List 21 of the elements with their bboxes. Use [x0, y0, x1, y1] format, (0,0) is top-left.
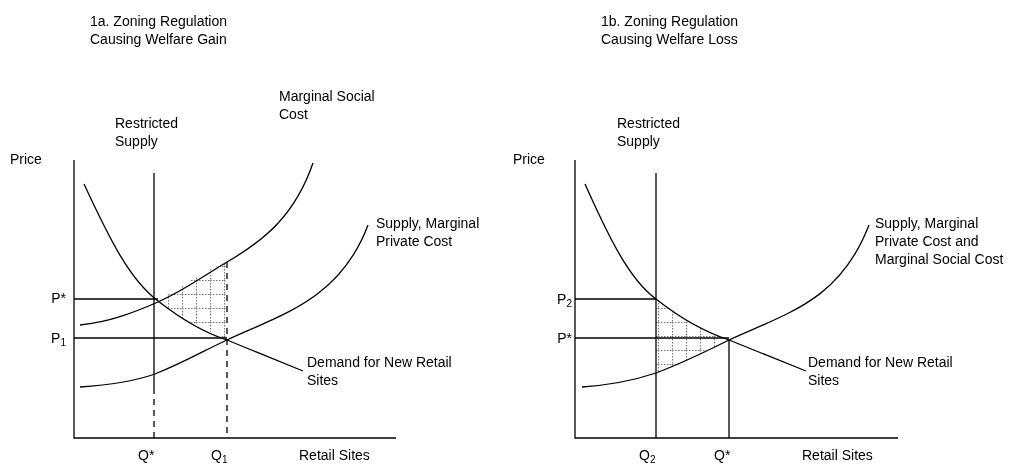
graph-label: Supply, Marginal Private Cost and Marginal Social Cost — [875, 214, 1005, 268]
graph-label: P* — [50, 289, 66, 307]
graph-label: Demand for New Retail Sites — [808, 353, 954, 389]
graph-label: Q* — [714, 446, 732, 464]
graph-label: Demand for New Retail Sites — [307, 353, 453, 389]
graph-label: Price — [513, 150, 546, 168]
graph-label: Retail Sites — [802, 446, 874, 464]
graph-label: Price — [10, 150, 43, 168]
graph-label: P* — [556, 329, 572, 347]
graph-label: P$_{2}$ — [556, 290, 572, 308]
graph-label: P$_{1}$ — [50, 329, 66, 347]
graph-label: Marginal Social Cost — [279, 87, 376, 123]
graph-label: Restricted Supply — [617, 114, 682, 150]
graph-label: Retail Sites — [299, 446, 371, 464]
panel-title: 1b. Zoning Regulation Causing Welfare Loss — [601, 12, 739, 48]
graph-label: Q$_{2}$ — [639, 446, 657, 464]
graph-label: Restricted Supply — [115, 114, 180, 150]
graph-label: Q$_{1}$ — [211, 446, 229, 464]
panel-title: 1a. Zoning Regulation Causing Welfare Gain — [90, 12, 228, 48]
graph-label: Q* — [138, 446, 156, 464]
graph-label: Supply, Marginal Private Cost — [376, 214, 481, 250]
